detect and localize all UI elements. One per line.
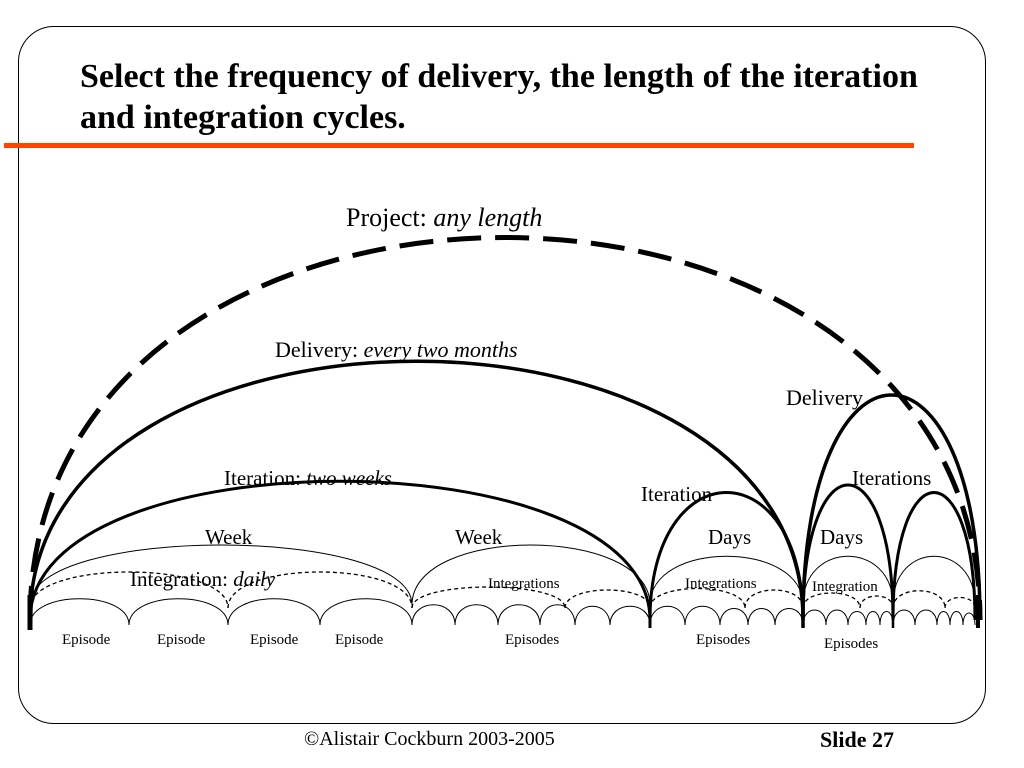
integrations-label-2: Integrations: [685, 576, 757, 592]
days-arc-2: [802, 555, 894, 606]
delivery-label: Delivery: every two months: [275, 337, 518, 362]
days-arc-1: [649, 555, 804, 606]
integration-right-label: Integration: [812, 579, 878, 595]
episode-label-3: Episode: [250, 632, 299, 648]
project-label: Project: any length: [346, 203, 542, 232]
delivery-arc-right: [801, 393, 982, 621]
integration-arcs: [29, 571, 976, 609]
footer-slide-number: Slide 27: [820, 727, 894, 752]
episodes-label-1: Episodes: [505, 632, 559, 648]
episode-label-1: Episode: [62, 632, 111, 648]
iteration-mid-label: Iteration: [641, 482, 713, 506]
iteration-arc-right-1: [801, 483, 895, 621]
iteration-arc-right-2: [891, 491, 977, 621]
days-label-2: Days: [820, 525, 863, 549]
week-arc-1: [29, 544, 413, 606]
slide-frame: [18, 26, 986, 724]
project-arc: [27, 235, 983, 621]
iteration-arc-mid: [648, 491, 805, 621]
integrations-label-1: Integrations: [488, 576, 560, 592]
boundary-ticks: [27, 595, 980, 630]
episode-label-4: Episode: [335, 632, 384, 648]
iteration-label: Iteration: two weeks: [224, 466, 392, 490]
delivery-arc: [28, 359, 805, 621]
days-arc-3: [892, 555, 976, 606]
footer-copyright: ©Alistair Cockburn 2003-2005: [304, 728, 555, 750]
title-underline: [4, 143, 914, 148]
week-arc-2: [411, 544, 651, 606]
week-label-2: Week: [455, 525, 503, 549]
days-label-1: Days: [708, 525, 751, 549]
iteration-arc: [28, 479, 652, 621]
episode-label-2: Episode: [157, 632, 206, 648]
episodes-label-3: Episodes: [824, 636, 878, 652]
episodes-label-2: Episodes: [696, 632, 750, 648]
week-label-1: Week: [205, 525, 253, 549]
delivery-right-label: Delivery: [786, 385, 863, 410]
iterations-right-label: Iterations: [852, 466, 931, 490]
slide-title: Select the frequency of delivery, the le…: [80, 58, 918, 136]
integration-label: Integration: daily: [130, 567, 276, 591]
episode-arcs: [29, 598, 976, 626]
